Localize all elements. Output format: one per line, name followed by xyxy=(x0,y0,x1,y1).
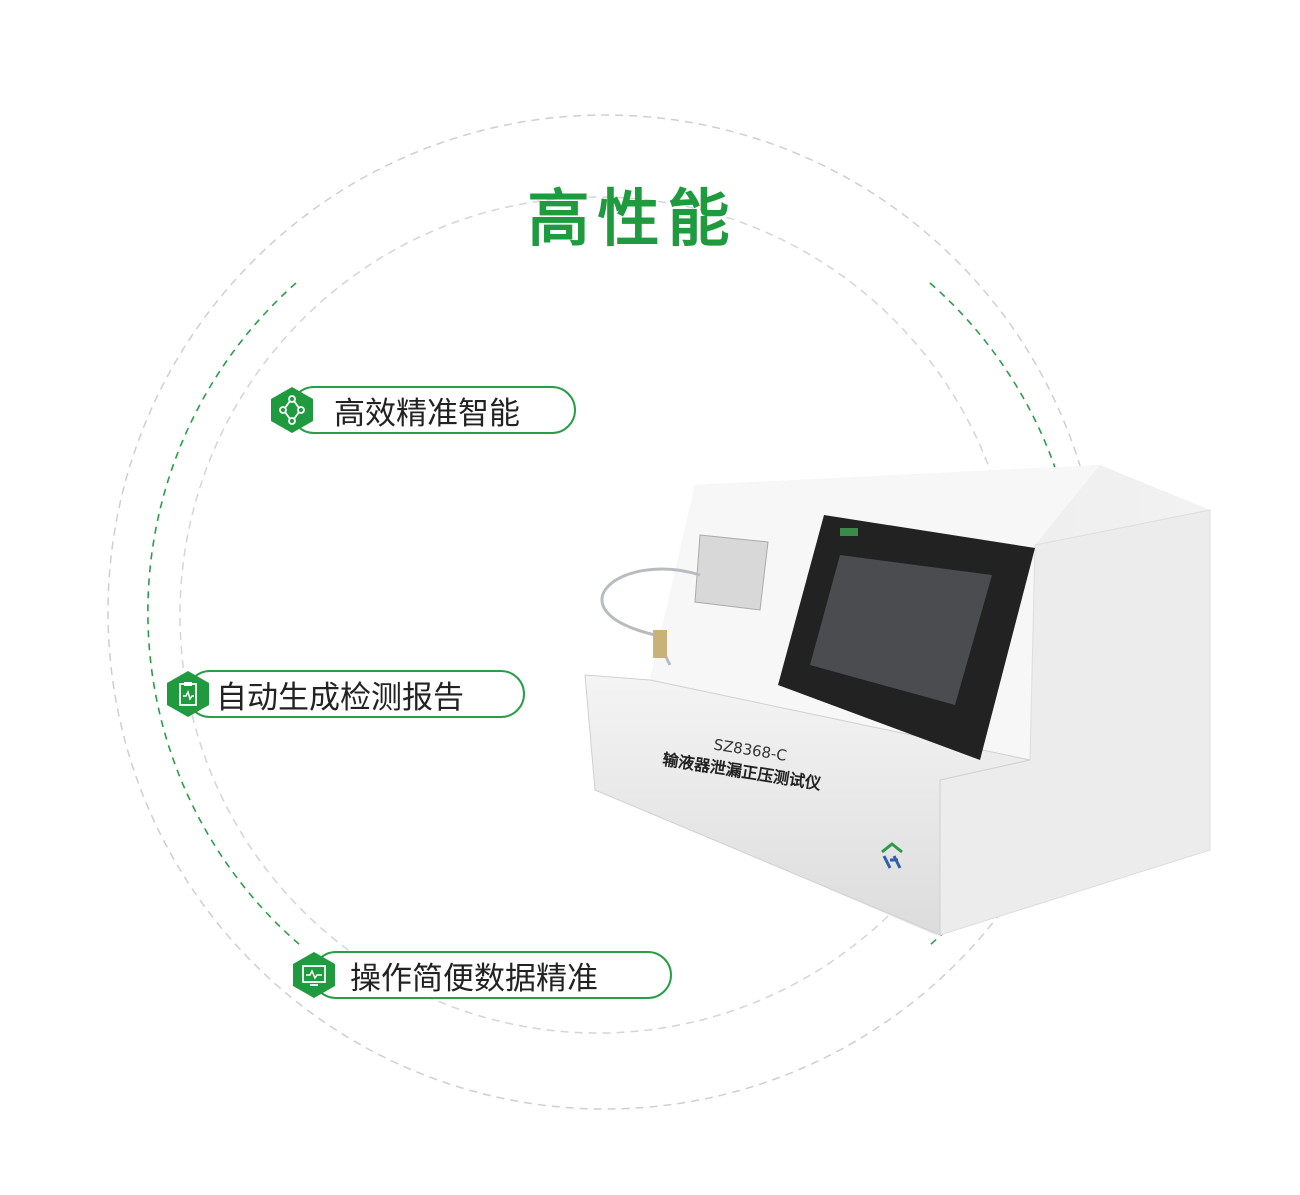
feature-pill-efficient: 高效精准智能 xyxy=(271,386,576,434)
feature-pill-report: 自动生成检测报告 xyxy=(167,670,525,718)
feature-label: 自动生成检测报告 xyxy=(216,679,464,716)
screen-brand-badge xyxy=(840,528,858,536)
feature-label: 高效精准智能 xyxy=(334,395,520,432)
report-clipboard-icon xyxy=(167,671,209,717)
product-device-image: SZ8368-C 输液器泄漏正压测试仪 xyxy=(584,465,1211,936)
brand-logo xyxy=(881,842,903,869)
feature-label: 操作简便数据精准 xyxy=(350,960,598,997)
monitor-waveform-icon xyxy=(293,952,335,998)
network-nodes-icon xyxy=(271,387,313,433)
feature-pill-operation: 操作简便数据精准 xyxy=(293,951,672,999)
page-title: 高性能 xyxy=(527,182,738,255)
